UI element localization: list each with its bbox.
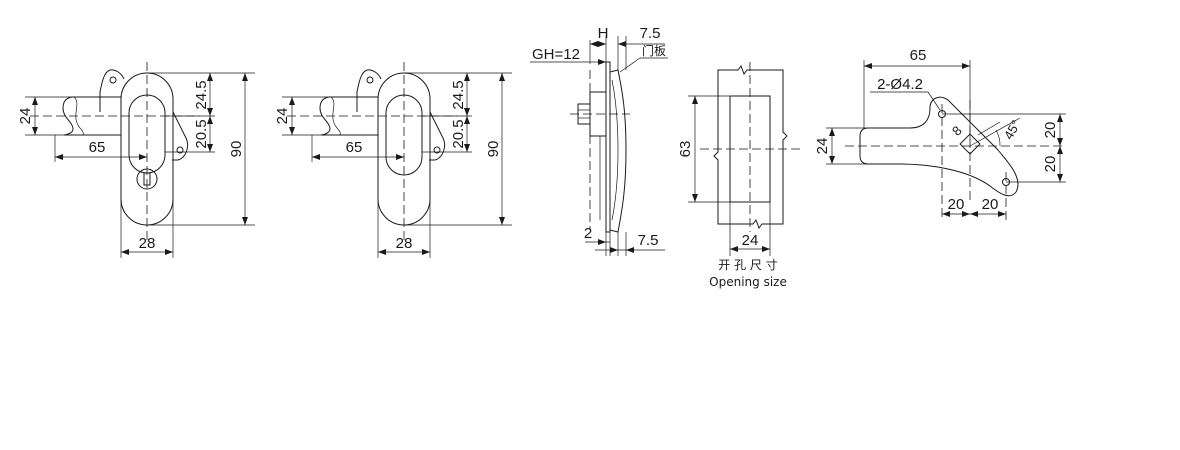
cam-upper-label: 20	[1042, 122, 1059, 139]
cam-h2-label: 20	[982, 196, 999, 213]
dim-length-label: 65	[346, 139, 363, 156]
dim-top-label: 7.5	[640, 25, 661, 42]
mounting-hole-top	[366, 76, 374, 84]
cam-plate-outline	[859, 96, 1019, 197]
square-slot	[959, 133, 981, 155]
cutout-width-label: 24	[742, 232, 759, 249]
dim-lower-label: 20.5	[193, 119, 210, 148]
caption-en: Opening size	[709, 275, 787, 289]
cam-arm	[62, 96, 121, 136]
cam-arm-break	[73, 96, 84, 136]
dim-upper-label: 24.5	[450, 80, 467, 109]
cam-h1-label: 20	[948, 196, 965, 213]
holes-label: 2-Ø4.2	[877, 76, 923, 93]
dim-h-label: H	[598, 25, 609, 42]
side-view: GH=12 H 7.5 门板 2 7.5	[530, 25, 668, 256]
mounting-hole-side	[433, 146, 441, 154]
door-panel	[605, 61, 611, 233]
cam-lower-label: 20	[1042, 156, 1059, 173]
cam-height-label: 24	[814, 138, 831, 155]
cutout-height-label: 63	[677, 141, 694, 158]
dim-upper-label: 24.5	[193, 80, 210, 109]
mounting-hole-side	[176, 146, 184, 154]
cam-plate-view: 65 2-Ø4.2 8 45° 24 20 20 20 20	[814, 47, 1066, 220]
dim-total-label: 90	[485, 141, 502, 158]
grip-height-label: GH=12	[532, 46, 580, 63]
caption-cn: 开 孔 尺 寸	[718, 258, 777, 272]
dim-bottom-label: 7.5	[638, 232, 659, 249]
mounting-bracket	[356, 69, 446, 161]
slot-label: 8	[949, 123, 965, 139]
dim-height-label: 24	[17, 108, 34, 125]
dim-total-label: 90	[228, 141, 245, 158]
mounting-hole-top	[109, 76, 117, 84]
cam-arm	[319, 96, 378, 136]
cam-length-label: 65	[910, 47, 927, 64]
dim-width-label: 28	[396, 235, 413, 252]
cam-arm-break	[330, 96, 341, 136]
dim-height-label: 24	[274, 108, 291, 125]
mounting-bracket	[99, 69, 189, 161]
angle-label: 45°	[1001, 117, 1024, 142]
dim-thickness-label: 2	[584, 225, 592, 242]
front-view-plain: 24 24.5 20.5 90 65 28	[274, 62, 512, 258]
door-panel-label: 门板	[642, 43, 666, 58]
handle-profile	[609, 69, 627, 233]
dim-length-label: 65	[89, 139, 106, 156]
dim-width-label: 28	[139, 235, 156, 252]
front-view-with-key: 24 24.5 20.5 90 65 28	[17, 62, 255, 258]
handle-inner-profile	[611, 79, 619, 221]
cutout-view: 63 24 开 孔 尺 寸 Opening size	[677, 62, 800, 289]
dim-lower-label: 20.5	[450, 119, 467, 148]
panel-outline	[713, 64, 788, 230]
